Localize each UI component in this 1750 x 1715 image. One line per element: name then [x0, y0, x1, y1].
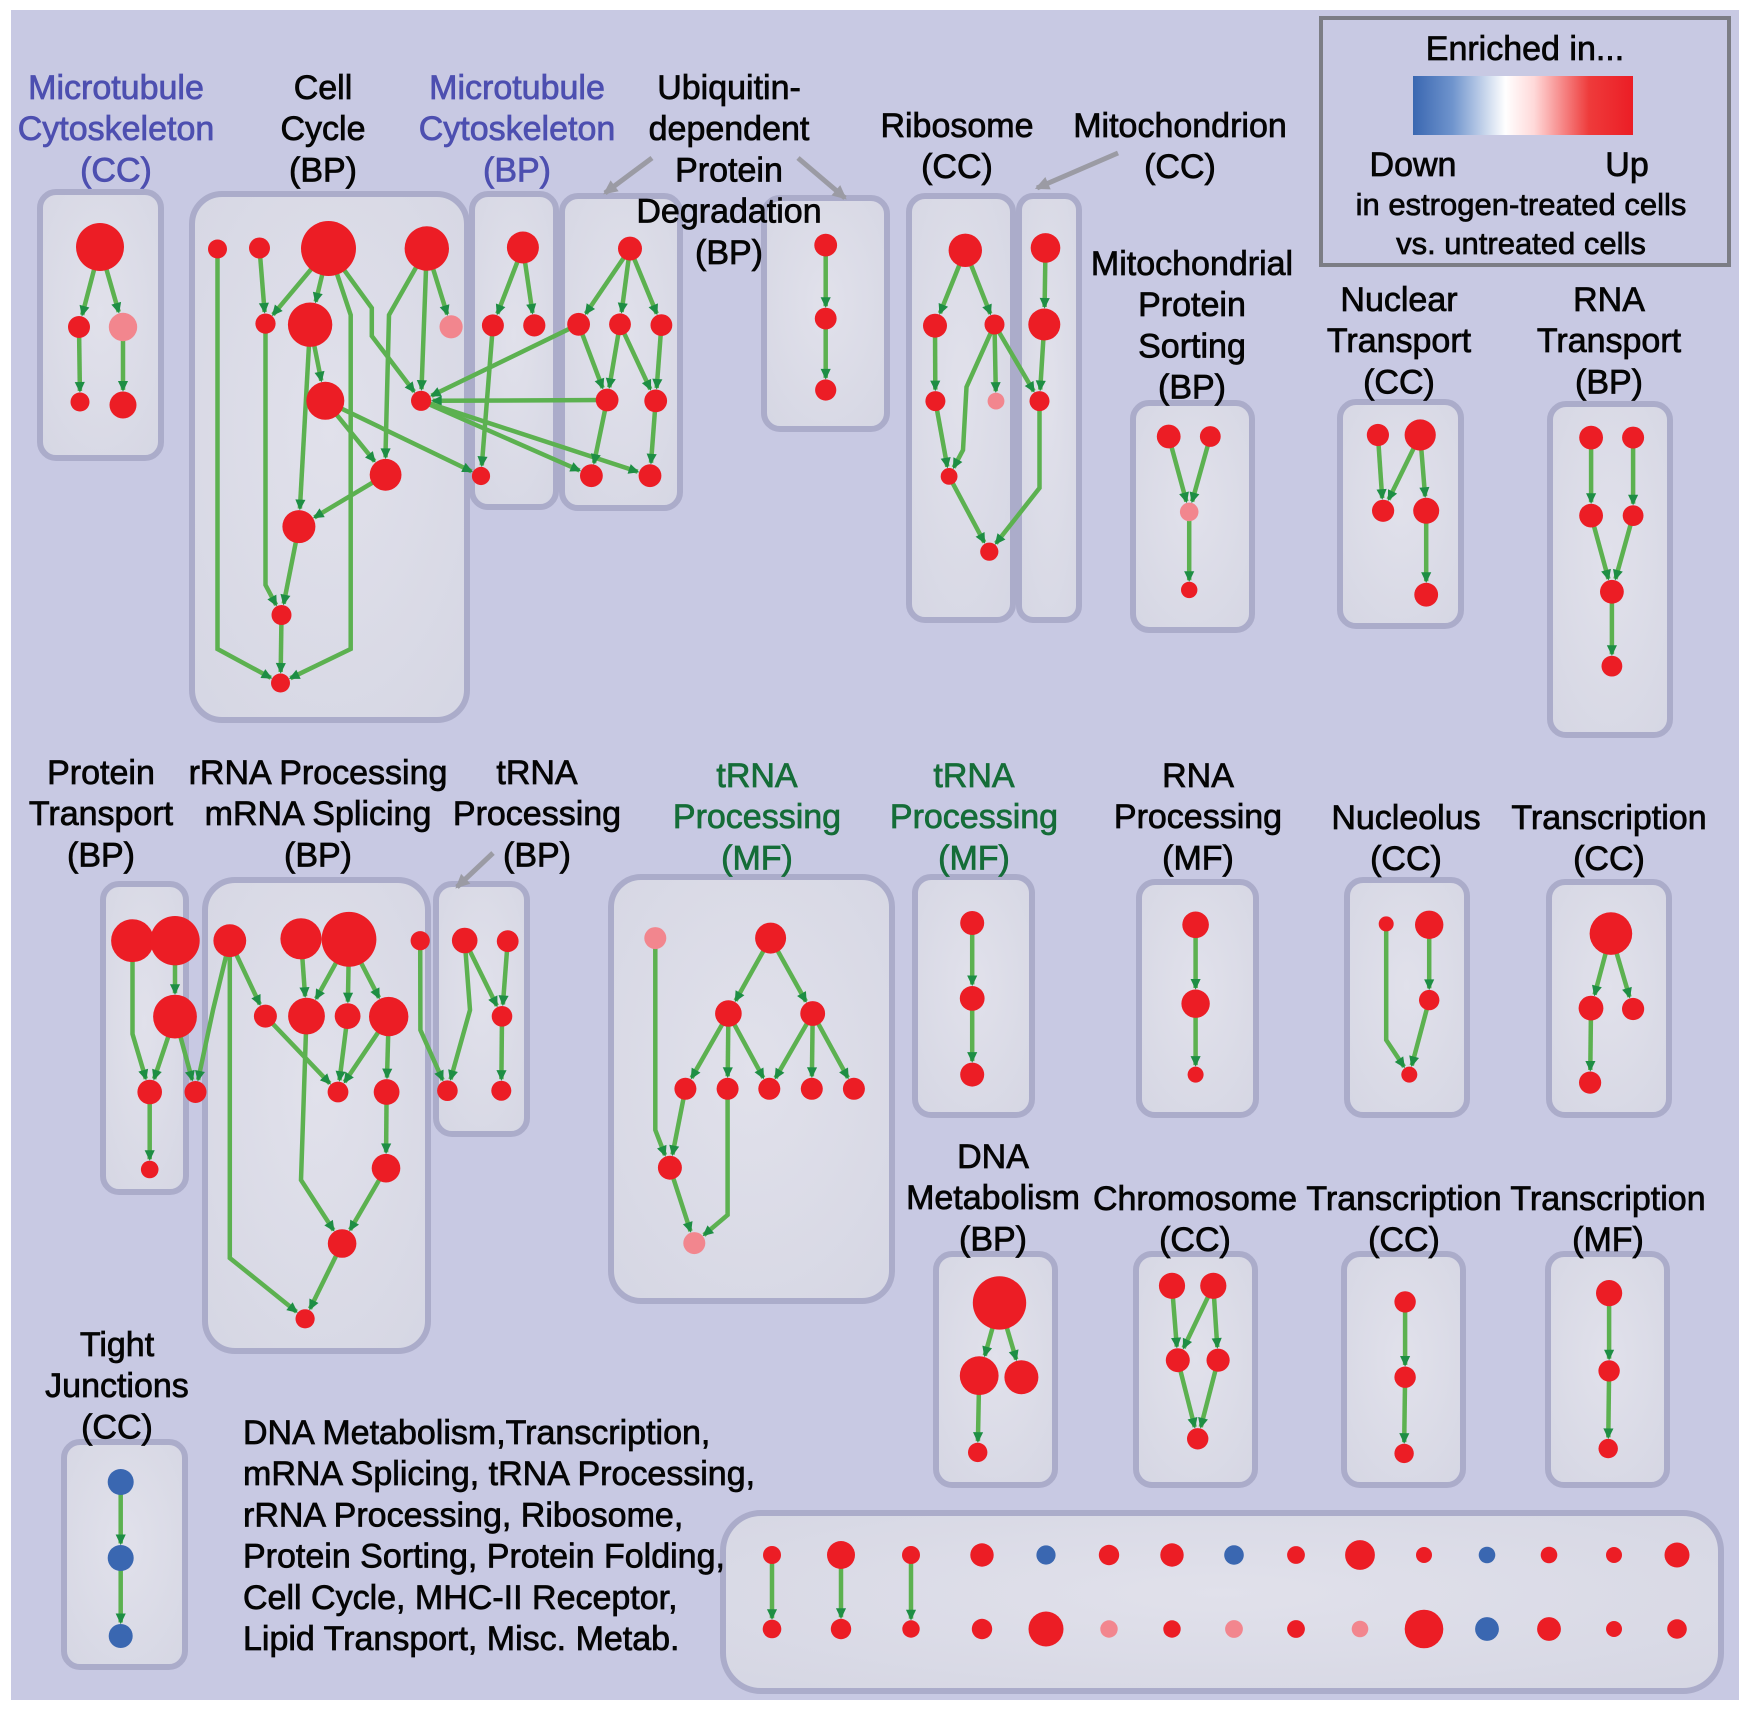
- svg-text:Lipid Transport, Misc. Metab.: Lipid Transport, Misc. Metab.: [243, 1620, 680, 1658]
- svg-text:Sorting: Sorting: [1138, 327, 1246, 365]
- svg-text:Processing: Processing: [453, 795, 621, 833]
- svg-text:(BP): (BP): [289, 151, 357, 189]
- svg-text:(CC): (CC): [80, 151, 152, 189]
- svg-text:Cycle: Cycle: [280, 110, 365, 148]
- svg-text:Transcription: Transcription: [1511, 799, 1706, 837]
- svg-text:Microtubule: Microtubule: [28, 69, 204, 107]
- svg-text:Processing: Processing: [673, 798, 841, 836]
- svg-text:DNA: DNA: [957, 1138, 1029, 1176]
- svg-text:Transport: Transport: [1327, 322, 1472, 360]
- svg-text:Processing: Processing: [1114, 798, 1282, 836]
- svg-text:Transcription: Transcription: [1510, 1180, 1705, 1218]
- svg-text:(BP): (BP): [284, 836, 352, 874]
- svg-text:(BP): (BP): [483, 151, 551, 189]
- svg-text:(MF): (MF): [938, 839, 1010, 877]
- svg-text:rRNA Processing: rRNA Processing: [189, 754, 448, 792]
- svg-text:(CC): (CC): [81, 1408, 153, 1446]
- svg-text:(MF): (MF): [1162, 839, 1234, 877]
- svg-text:tRNA: tRNA: [496, 754, 578, 792]
- svg-text:(CC): (CC): [1363, 363, 1435, 401]
- svg-text:(MF): (MF): [721, 839, 793, 877]
- svg-text:(BP): (BP): [1158, 369, 1226, 407]
- svg-text:Chromosome: Chromosome: [1093, 1180, 1297, 1218]
- svg-text:Cytoskeleton: Cytoskeleton: [419, 110, 616, 148]
- svg-text:Ubiquitin-: Ubiquitin-: [657, 69, 801, 107]
- svg-text:(BP): (BP): [1575, 363, 1643, 401]
- svg-text:Cytoskeleton: Cytoskeleton: [18, 110, 215, 148]
- svg-text:(BP): (BP): [503, 836, 571, 874]
- svg-text:mRNA Splicing: mRNA Splicing: [205, 795, 432, 833]
- svg-text:Nuclear: Nuclear: [1340, 281, 1457, 319]
- svg-text:Transport: Transport: [1537, 322, 1682, 360]
- svg-text:in estrogen-treated cells: in estrogen-treated cells: [1356, 187, 1687, 222]
- svg-text:Metabolism: Metabolism: [906, 1179, 1080, 1217]
- svg-text:vs. untreated cells: vs. untreated cells: [1396, 226, 1646, 261]
- svg-text:(CC): (CC): [921, 148, 993, 186]
- svg-text:(CC): (CC): [1144, 148, 1216, 186]
- svg-text:Cell Cycle, MHC-II Receptor,: Cell Cycle, MHC-II Receptor,: [243, 1579, 678, 1617]
- svg-text:Mitochondrial: Mitochondrial: [1091, 245, 1293, 283]
- svg-text:Transport: Transport: [29, 795, 174, 833]
- svg-text:(CC): (CC): [1159, 1221, 1231, 1259]
- svg-text:tRNA: tRNA: [933, 757, 1015, 795]
- svg-text:(CC): (CC): [1573, 840, 1645, 878]
- svg-text:dependent: dependent: [649, 110, 810, 148]
- svg-text:(BP): (BP): [959, 1220, 1027, 1258]
- svg-text:Enriched in...: Enriched in...: [1426, 30, 1624, 68]
- svg-text:Junctions: Junctions: [45, 1367, 189, 1405]
- svg-text:Nucleolus: Nucleolus: [1331, 799, 1480, 837]
- svg-text:(CC): (CC): [1370, 840, 1442, 878]
- svg-text:Down: Down: [1370, 146, 1457, 184]
- svg-text:Processing: Processing: [890, 798, 1058, 836]
- svg-text:(CC): (CC): [1368, 1221, 1440, 1259]
- svg-text:mRNA Splicing, tRNA Processing: mRNA Splicing, tRNA Processing,: [243, 1455, 755, 1493]
- svg-text:DNA Metabolism,Transcription,: DNA Metabolism,Transcription,: [243, 1414, 710, 1452]
- svg-text:Protein: Protein: [1138, 286, 1246, 324]
- svg-text:Up: Up: [1605, 146, 1648, 184]
- svg-text:Protein Sorting, Protein Foldi: Protein Sorting, Protein Folding,: [243, 1538, 725, 1576]
- svg-text:Protein: Protein: [675, 151, 783, 189]
- svg-text:(MF): (MF): [1572, 1221, 1644, 1259]
- svg-text:rRNA Processing, Ribosome,: rRNA Processing, Ribosome,: [243, 1496, 683, 1534]
- svg-text:Ribosome: Ribosome: [880, 107, 1033, 145]
- svg-text:Microtubule: Microtubule: [429, 69, 605, 107]
- svg-text:Cell: Cell: [294, 69, 353, 107]
- svg-text:tRNA: tRNA: [716, 757, 798, 795]
- svg-text:(BP): (BP): [695, 234, 763, 272]
- svg-text:Tight: Tight: [80, 1326, 155, 1364]
- svg-text:RNA: RNA: [1573, 281, 1645, 319]
- svg-text:Mitochondrion: Mitochondrion: [1073, 107, 1287, 145]
- svg-text:Transcription: Transcription: [1306, 1180, 1501, 1218]
- svg-text:Degradation: Degradation: [636, 193, 821, 231]
- svg-text:Protein: Protein: [47, 754, 155, 792]
- svg-text:(BP): (BP): [67, 836, 135, 874]
- svg-text:RNA: RNA: [1162, 757, 1234, 795]
